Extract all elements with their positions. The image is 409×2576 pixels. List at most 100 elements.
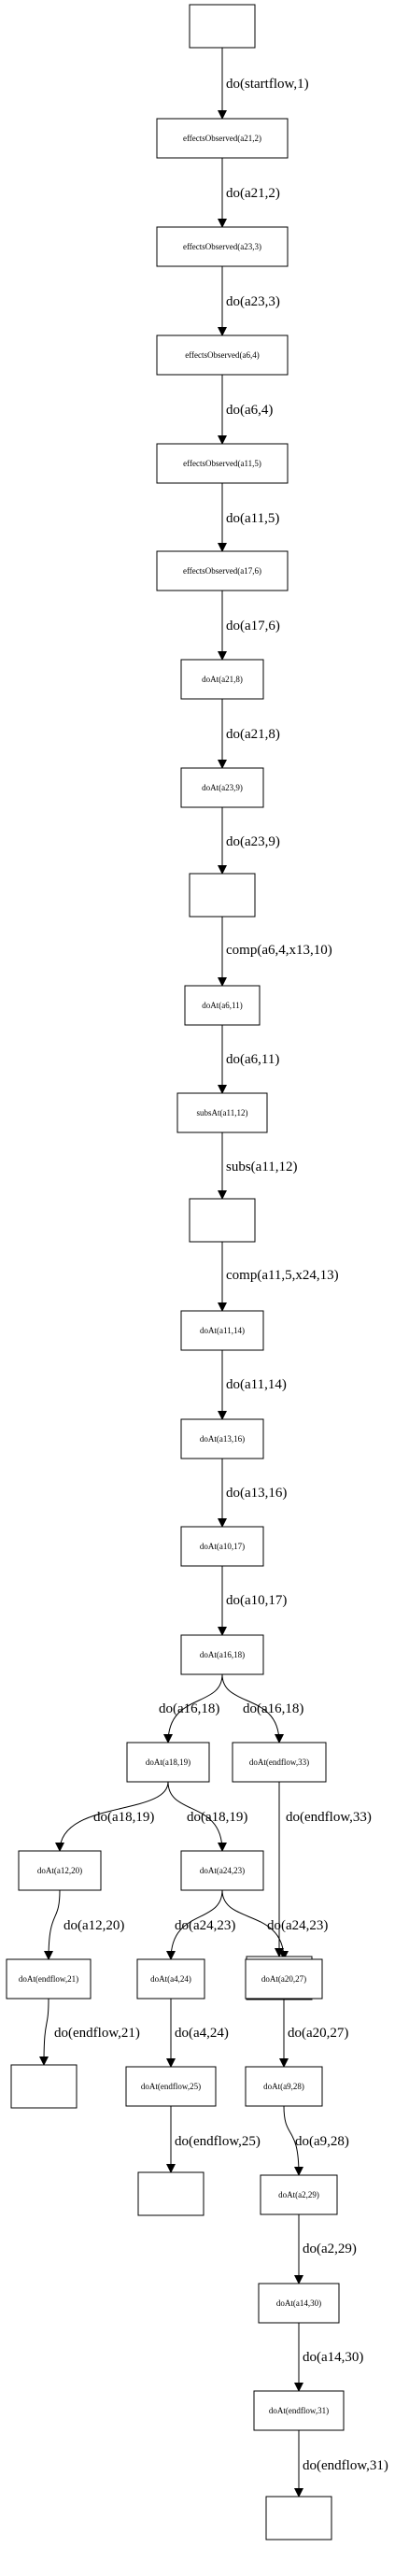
state-node-box (245, 2066, 323, 2107)
state-node: doAt(a16,18) (180, 1634, 264, 1675)
transition-arrow (283, 2105, 303, 2176)
state-node-label: doAt(endflow,31) (269, 2406, 329, 2415)
state-node: doAt(a9,28) (245, 2066, 323, 2107)
transition-label: do(a16,18) (159, 1701, 219, 1716)
nodes-layer: effectsObserved(a21,2) effectsObserved(a2… (6, 4, 345, 2540)
transition-label: do(a14,30) (303, 2350, 363, 2365)
transition-label: do(a24,23) (175, 1918, 235, 1933)
state-node-label: effectsObserved(a6,4) (185, 350, 260, 360)
transition-label: do(a24,23) (267, 1918, 328, 1933)
state-node-label: doAt(a14,30) (276, 2298, 321, 2308)
transition-label: do(endflow,33) (286, 1810, 372, 1825)
state-node-box (232, 1742, 327, 1783)
state-node-box (180, 1418, 264, 1459)
empty-state-node (189, 4, 256, 49)
transition-label: do(a23,9) (226, 834, 280, 849)
state-node-label: doAt(a4,24) (150, 1974, 191, 1984)
state-node: doAt(a11,14) (180, 1310, 264, 1351)
state-node-label: effectsObserved(a17,6) (183, 566, 261, 576)
transition-arrow (55, 1781, 169, 1852)
empty-state-node (189, 1198, 256, 1243)
transition-arrow (39, 1998, 49, 2066)
transition-arrow (166, 1889, 223, 1960)
state-node: doAt(a10,17) (180, 1526, 264, 1567)
state-node-box (265, 2496, 332, 2540)
state-node: doAt(a21,8) (180, 659, 264, 700)
state-node-box (156, 334, 289, 376)
transition-label: do(a18,19) (187, 1810, 247, 1825)
transition-label: do(a21,8) (226, 727, 280, 742)
state-node-label: doAt(a2,29) (278, 2190, 319, 2199)
edges-layer: do(startflow,1)do(a21,2)do(a23,3)do(a6,4… (39, 48, 388, 2498)
transition-label: do(endflow,25) (175, 2134, 261, 2149)
state-node-label: effectsObserved(a11,5) (183, 459, 261, 468)
state-node: doAt(endflow,21) (6, 1958, 92, 2000)
transition-arrow (44, 1889, 61, 1960)
transition-label: do(a6,11) (226, 1052, 279, 1067)
state-node-box (18, 1850, 102, 1891)
transition-label: do(a18,19) (93, 1810, 154, 1825)
state-node: effectsObserved(a21,2) (156, 118, 289, 159)
state-node-box (176, 1092, 268, 1133)
state-node: doAt(a24,23) (180, 1850, 264, 1891)
state-node-box (180, 1634, 264, 1675)
transition-arrow (167, 1781, 227, 1852)
state-node-label: doAt(a9,28) (263, 2082, 304, 2091)
state-node: doAt(a23,9) (180, 767, 264, 808)
transition-label: do(endflow,31) (303, 2458, 388, 2473)
state-node: doAt(endflow,33) (232, 1742, 327, 1783)
state-node: effectsObserved(a11,5) (156, 443, 289, 484)
state-node-box (184, 985, 261, 1026)
state-node: subsAt(a11,12) (176, 1092, 268, 1133)
state-node: effectsObserved(a23,3) (156, 226, 289, 267)
empty-state-node (10, 2064, 78, 2109)
transition-label: do(a13,16) (226, 1486, 287, 1501)
empty-state-node (189, 873, 256, 918)
transition-label: subs(a11,12) (226, 1160, 298, 1174)
state-node-label: doAt(a10,17) (200, 1542, 245, 1551)
state-node-label: subsAt(a11,12) (197, 1108, 248, 1117)
state-node-box (189, 4, 256, 49)
state-node-label: doAt(a6,11) (202, 1001, 242, 1010)
transition-label: do(a23,3) (226, 294, 280, 309)
state-node: doAt(a4,24) (136, 1958, 205, 2000)
transition-label: do(a20,27) (288, 2026, 348, 2041)
state-node-box (189, 1198, 256, 1243)
state-node: doAt(a20,27) (245, 1958, 323, 2000)
state-node-label: doAt(a12,20) (37, 1866, 82, 1875)
state-node-box (180, 767, 264, 808)
state-node-label: doAt(a11,14) (200, 1326, 245, 1335)
state-node-box (180, 1526, 264, 1567)
state-node-box (137, 2171, 204, 2216)
state-node-label: effectsObserved(a21,2) (183, 134, 261, 143)
state-node-box (258, 2283, 340, 2324)
state-node: doAt(endflow,25) (125, 2066, 217, 2107)
state-node: doAt(a14,30) (258, 2283, 340, 2324)
empty-state-node (265, 2496, 332, 2540)
state-node-box (136, 1958, 205, 2000)
state-node-label: doAt(a13,16) (200, 1434, 245, 1444)
transition-label: do(a21,2) (226, 186, 280, 201)
state-node: doAt(a6,11) (184, 985, 261, 1026)
transition-arrow (221, 1673, 284, 1743)
state-node-label: doAt(a20,27) (261, 1974, 306, 1984)
state-node-box (189, 873, 256, 918)
state-node-label: doAt(a24,23) (200, 1866, 245, 1875)
state-node: doAt(a18,19) (126, 1742, 210, 1783)
state-node-box (125, 2066, 217, 2107)
transition-label: do(a9,28) (295, 2134, 349, 2149)
state-node: effectsObserved(a17,6) (156, 550, 289, 591)
state-node-box (180, 1310, 264, 1351)
state-node-label: doAt(endflow,21) (19, 1974, 78, 1984)
state-node-label: doAt(a18,19) (146, 1758, 190, 1767)
transition-arrow (221, 1889, 289, 1960)
transition-label: do(a4,24) (175, 2026, 229, 2041)
state-node-label: doAt(endflow,33) (249, 1758, 309, 1767)
transition-label: do(a11,5) (226, 511, 279, 526)
transition-label: do(a10,17) (226, 1593, 287, 1608)
state-node-box (156, 118, 289, 159)
transition-label: do(a6,4) (226, 403, 273, 418)
transition-label: do(a17,6) (226, 619, 280, 633)
state-node-box (180, 1850, 264, 1891)
